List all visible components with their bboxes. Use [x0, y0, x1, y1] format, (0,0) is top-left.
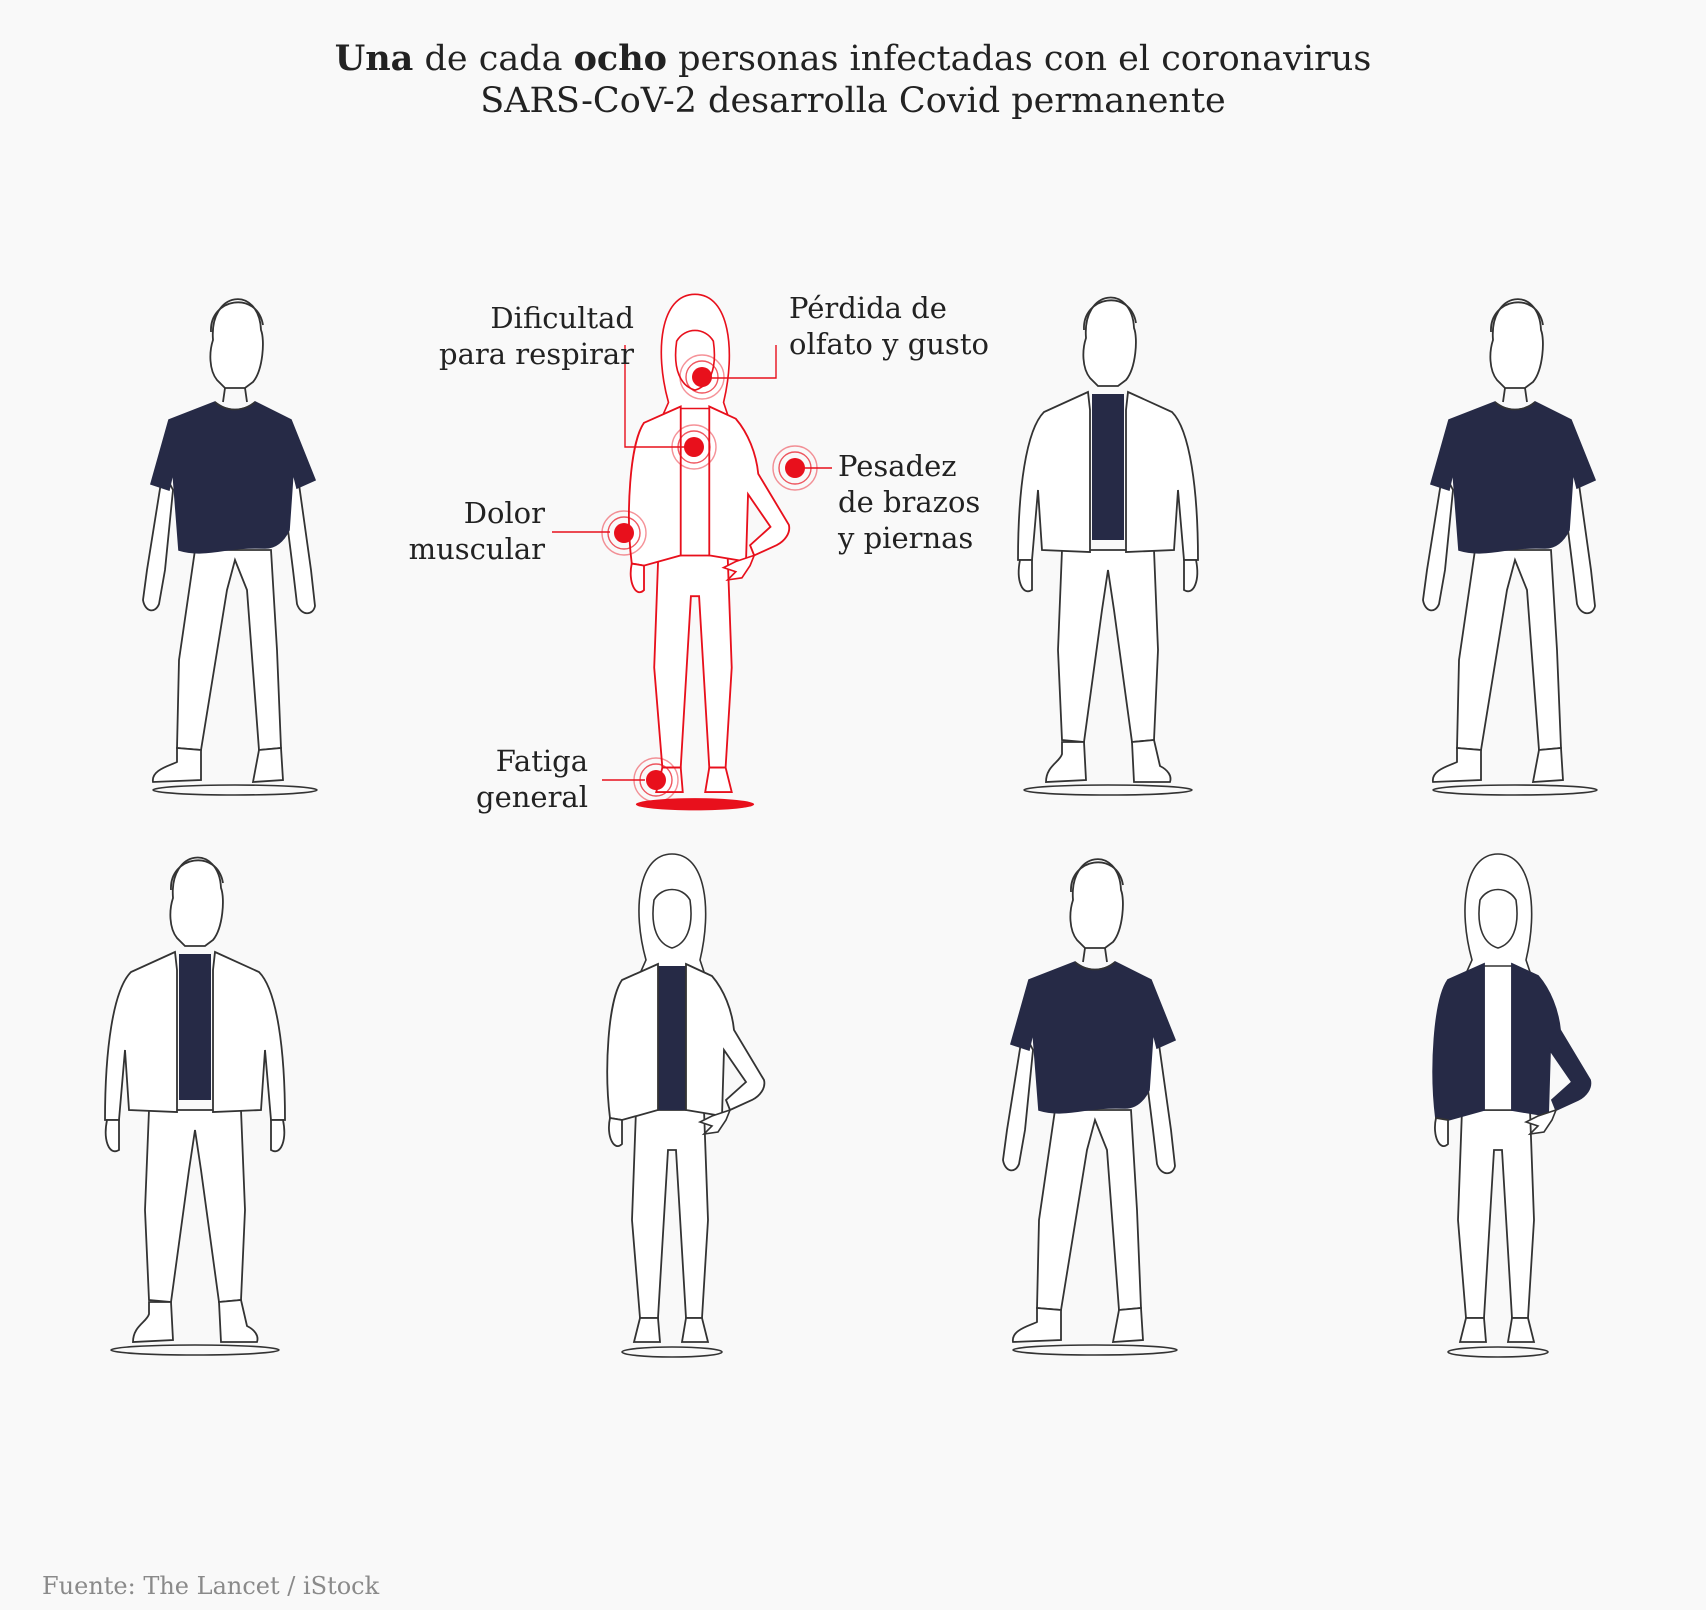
label-breathing: Dificultad para respirar	[420, 300, 634, 372]
label-muscle-line-1: Dolor	[463, 496, 545, 530]
title-emphasis-una: Una	[334, 38, 414, 79]
person-4-man-tshirt	[1422, 298, 1598, 796]
label-heaviness-line-1: Pesadez	[838, 449, 957, 483]
person-3-man-jacket	[1017, 296, 1199, 796]
label-muscle: Dolor muscular	[380, 495, 545, 567]
label-fatigue: Fatiga general	[440, 743, 588, 815]
title-line-1: Una de cada ocho personas infectadas con…	[0, 38, 1706, 80]
person-6-woman	[606, 853, 766, 1358]
label-heaviness-line-3: y piernas	[838, 521, 974, 555]
person-7-man-tshirt	[1002, 858, 1178, 1356]
label-smell-line-2: olfato y gusto	[789, 327, 989, 361]
hotspot-heaviness	[772, 445, 818, 491]
person-8-woman-navy	[1432, 853, 1592, 1358]
chart-title: Una de cada ocho personas infectadas con…	[0, 38, 1706, 122]
person-1-man-tshirt	[142, 298, 318, 796]
label-breathing-line-2: para respirar	[439, 337, 634, 371]
hotspot-smell	[679, 354, 725, 400]
label-smell-line-1: Pérdida de	[789, 291, 947, 325]
person-5-man-jacket	[104, 856, 286, 1356]
label-muscle-line-2: muscular	[408, 532, 545, 566]
source-note: Fuente: The Lancet / iStock	[42, 1572, 380, 1600]
title-text-2: personas infectadas con el coronavirus	[667, 39, 1372, 79]
label-smell: Pérdida de olfato y gusto	[789, 290, 989, 362]
label-heaviness-line-2: de brazos	[838, 485, 981, 519]
title-line-2: SARS-CoV-2 desarrolla Covid permanente	[480, 81, 1226, 121]
label-fatigue-line-1: Fatiga	[495, 744, 588, 778]
label-fatigue-line-2: general	[476, 780, 588, 814]
hotspot-fatigue	[633, 757, 679, 803]
label-breathing-line-1: Dificultad	[490, 301, 634, 335]
title-text-1: de cada	[413, 39, 574, 79]
hotspot-muscle	[601, 510, 647, 556]
label-heaviness: Pesadez de brazos y piernas	[838, 448, 980, 556]
callout-line-smell	[704, 345, 777, 379]
title-emphasis-ocho: ocho	[573, 38, 668, 79]
hotspot-breathing	[671, 424, 717, 470]
